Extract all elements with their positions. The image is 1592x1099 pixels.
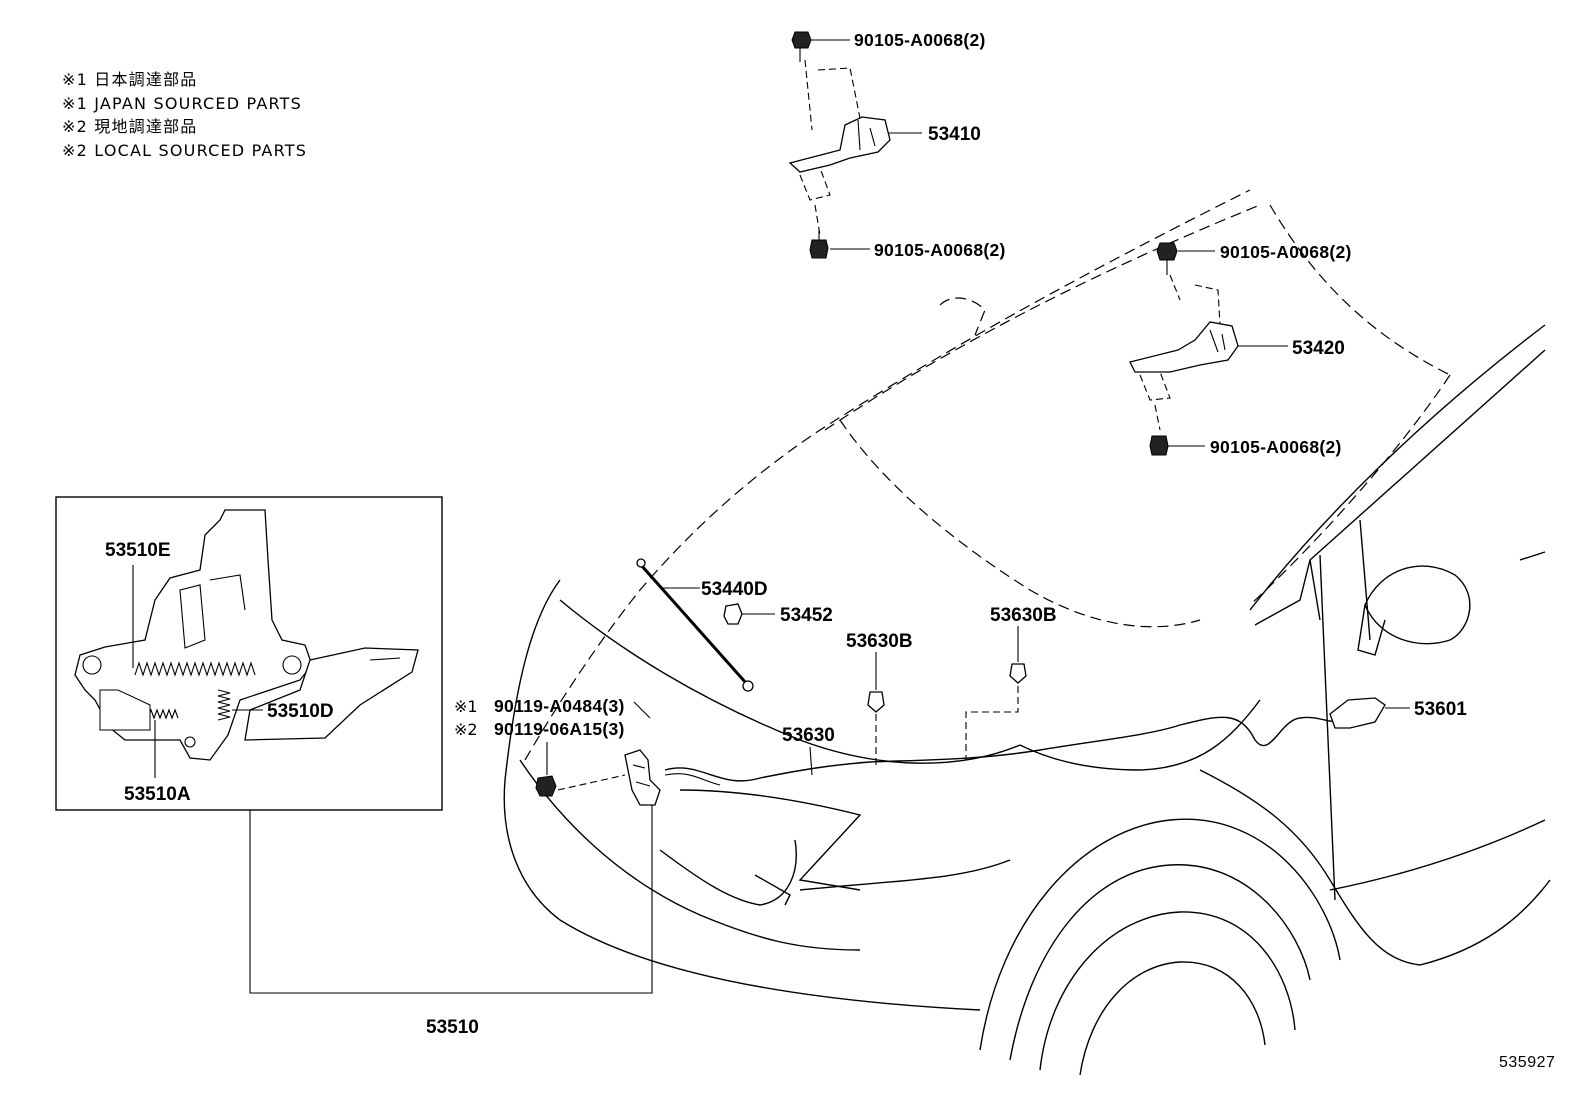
mark-local-sourced: ※2 [454,720,478,739]
label-rod-holder: 53452 [780,605,833,626]
hinge-right-icon [1129,321,1239,373]
label-latch-spring-a: 53510A [124,784,191,805]
label-bolt-hinge-right-top: 90105-A0068(2) [1220,242,1352,262]
mount-hole-icon [282,655,302,675]
label-hinge-left: 53410 [928,124,981,145]
hinge-right-group: 90105-A0068(2) 53420 90105-A0068(2) [1129,242,1352,457]
support-rod-group: 53440D 53452 [636,558,833,692]
cable-clamps-group: 53630B 53630B [846,605,1057,765]
bolt-icon [1156,242,1178,261]
latch-mount-group: ※1 90119-A0484(3) ※2 90119-06A15(3) [454,696,661,806]
label-hinge-right: 53420 [1292,338,1345,359]
label-latch-spring-e: 53510E [105,540,171,561]
note-local-sourced-jp: ※2 現地調達部品 [62,117,198,136]
spring-53510d-icon [217,689,231,721]
label-cable-clamp-2: 53630B [990,605,1057,626]
sourcing-notes: ※1 日本調達部品 ※1 JAPAN SOURCED PARTS ※2 現地調達… [62,68,307,162]
bolt-icon [535,775,557,797]
latch-assembly-icon [624,749,661,806]
rod-holder-icon [723,603,743,625]
note-japan-sourced-jp: ※1 日本調達部品 [62,70,198,89]
mark-japan-sourced: ※1 [454,697,478,716]
release-cable-group: 53630 53601 [664,697,1467,786]
release-cable-icon [664,716,1341,782]
bolt-icon [1149,435,1169,456]
label-latch-spring-d: 53510D [267,701,334,722]
label-latch-bolt-japan: 90119-A0484(3) [494,696,625,716]
illustration-number: 535927 [1499,1054,1556,1071]
bolt-icon [809,239,829,259]
spring-53510e-icon [134,661,256,677]
label-support-rod: 53440D [701,579,768,600]
clamp-icon [867,691,885,713]
clamp-icon [1009,663,1027,684]
label-bolt-hinge-left-bottom: 90105-A0068(2) [874,240,1006,260]
hinge-left-icon [788,116,891,173]
label-latch-bolt-local: 90119-06A15(3) [494,719,625,739]
label-release-cable: 53630 [782,725,835,746]
release-lever-icon [1329,697,1386,729]
hinge-left-group: 90105-A0068(2) 53410 90105-A0068(2) [788,30,1006,260]
vehicle-outline [503,189,1551,1076]
label-latch-assembly: 53510 [426,1017,479,1038]
bolt-icon [791,31,812,49]
latch-detail-box: 53510E 53510D 53510A 53510 [55,496,653,1038]
note-local-sourced-en: ※2 LOCAL SOURCED PARTS [62,140,308,160]
support-rod-icon [639,564,748,684]
label-release-lever: 53601 [1414,699,1467,720]
label-cable-clamp-1: 53630B [846,631,913,652]
mount-hole-icon [82,655,102,675]
label-bolt-hinge-right-bottom: 90105-A0068(2) [1210,437,1342,457]
label-bolt-hinge-left-top: 90105-A0068(2) [854,30,986,50]
note-japan-sourced-en: ※1 JAPAN SOURCED PARTS [62,93,303,113]
